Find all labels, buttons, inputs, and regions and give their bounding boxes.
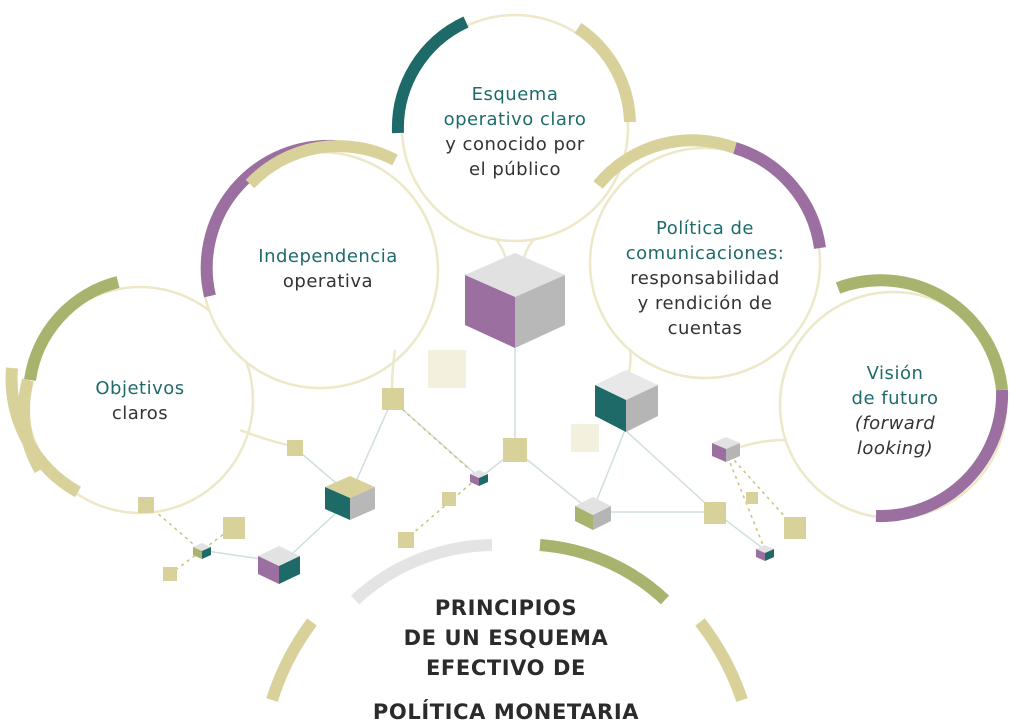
cube-face xyxy=(470,474,479,486)
arc-politica-khaki xyxy=(593,134,738,189)
node-politica: Política de comunicaciones: responsabili… xyxy=(590,216,820,341)
esquema-line3: y conocido por xyxy=(445,134,585,155)
dotted-connector xyxy=(724,449,796,529)
title-line4: POLÍTICA MONETARIA xyxy=(372,700,640,724)
cube-face xyxy=(325,487,350,520)
circle-politica xyxy=(588,146,822,380)
node-independencia: Independencia operativa xyxy=(218,244,438,294)
cube-face xyxy=(575,506,593,530)
square xyxy=(163,567,177,581)
square xyxy=(704,502,726,524)
node-esquema: Esquema operativo claro y conocido por e… xyxy=(400,82,630,182)
square xyxy=(398,532,414,548)
arc-esquema-khaki xyxy=(574,23,636,123)
dotted-connector xyxy=(169,527,233,575)
vision-line4: looking) xyxy=(856,438,934,459)
square xyxy=(223,517,245,539)
square xyxy=(746,492,758,504)
independencia-line2: operativa xyxy=(282,271,374,292)
cube-face xyxy=(756,549,765,561)
cube-tiny-2 xyxy=(193,543,211,559)
arc-objetivos-olive xyxy=(24,276,120,381)
objetivos-line1: Objetivos xyxy=(95,378,185,399)
cube-face xyxy=(350,487,375,520)
arc-bottom-grey xyxy=(350,539,493,605)
politica-line1: Política de xyxy=(656,218,754,239)
arc-vision-olive xyxy=(835,274,1008,391)
title-line1: PRINCIPIOS xyxy=(434,596,578,620)
cube-face xyxy=(279,556,300,584)
cube-face xyxy=(258,556,279,584)
connector-line xyxy=(199,549,269,561)
stem-objetivos xyxy=(239,428,293,448)
title-line3: EFECTIVO DE xyxy=(425,656,586,680)
node-objetivos: Objetivos claros xyxy=(50,376,230,426)
dotted-connectors xyxy=(147,399,796,575)
cube-face xyxy=(202,547,211,559)
title-line2: DE UN ESQUEMA xyxy=(403,626,609,650)
politica-line5: cuentas xyxy=(667,318,743,339)
cube-face xyxy=(595,370,658,400)
arc-independencia-khaki xyxy=(245,140,398,189)
objetivos-line2: claros xyxy=(111,403,169,424)
esquema-line2: operativo claro xyxy=(443,109,587,130)
cube-face xyxy=(193,547,202,559)
arc-bottom-khaki-right xyxy=(695,618,748,702)
cube-face xyxy=(626,385,658,432)
cube-tiny-1 xyxy=(470,470,488,486)
square xyxy=(428,350,466,388)
cube-tiny-3 xyxy=(756,545,774,561)
arc-objetivos-khaki-2 xyxy=(5,367,81,498)
cube-face xyxy=(515,275,565,348)
arc-politica-purple xyxy=(733,142,826,249)
arc-esquema-teal xyxy=(391,16,469,134)
node-vision: Visión de futuro (forward looking) xyxy=(810,361,980,461)
cube-mid xyxy=(575,497,611,530)
arc-bottom-khaki-left xyxy=(266,618,317,702)
square xyxy=(287,440,303,456)
decorative-arcs xyxy=(5,16,1009,702)
cube-face xyxy=(479,474,488,486)
small-squares xyxy=(138,350,806,581)
square xyxy=(442,492,456,506)
vision-line3: (forward xyxy=(854,413,936,434)
politica-line2: comunicaciones: xyxy=(625,243,785,264)
politica-line4: y rendición de xyxy=(637,293,773,314)
cube-vision xyxy=(712,437,740,462)
connector-line xyxy=(624,429,716,513)
vision-line1: Visión xyxy=(866,363,924,384)
cube-face xyxy=(765,549,774,561)
arc-bottom-olive xyxy=(539,539,670,605)
cube-face xyxy=(593,506,611,530)
square xyxy=(382,388,404,410)
connector-line xyxy=(591,429,626,513)
dotted-connector xyxy=(147,504,201,551)
cube-face xyxy=(595,385,626,432)
cube-face xyxy=(465,275,515,348)
square xyxy=(571,424,599,452)
cube-left xyxy=(325,476,375,520)
square xyxy=(784,517,806,539)
arc-vision-purple xyxy=(875,389,1009,523)
esquema-line4: el público xyxy=(469,159,561,180)
cube-politica xyxy=(595,370,658,432)
vision-line2: de futuro xyxy=(851,388,939,409)
independencia-line1: Independencia xyxy=(258,246,398,267)
stem-vision xyxy=(737,438,786,450)
circle-outlines xyxy=(25,13,1008,520)
square xyxy=(503,438,527,462)
square xyxy=(138,497,154,513)
dotted-connector xyxy=(404,479,476,541)
cube-bottom-left xyxy=(258,546,300,584)
cube-large xyxy=(465,253,565,348)
cube-face xyxy=(712,443,726,462)
esquema-line1: Esquema xyxy=(471,84,559,105)
connector-line xyxy=(514,449,593,513)
cube-face xyxy=(726,443,740,462)
politica-line3: responsabilidad xyxy=(630,268,780,289)
